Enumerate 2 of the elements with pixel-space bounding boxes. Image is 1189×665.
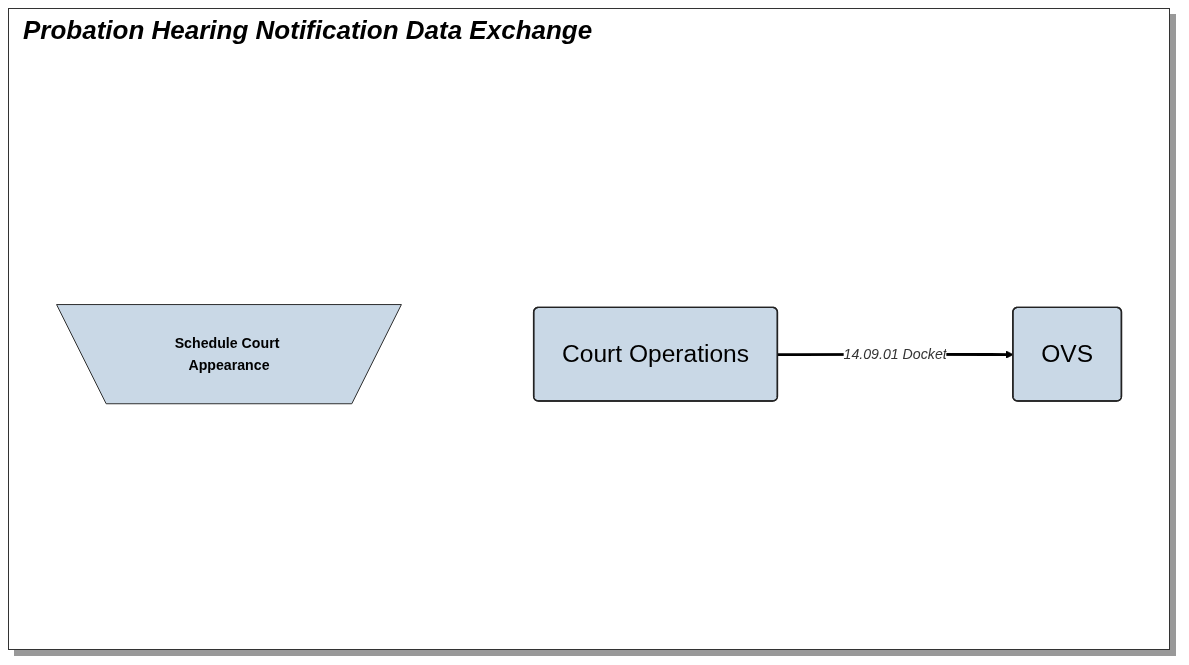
- edge-label: 14.09.01 Docket: [843, 345, 947, 362]
- diagram-title: Probation Hearing Notification Data Exchange: [23, 15, 593, 46]
